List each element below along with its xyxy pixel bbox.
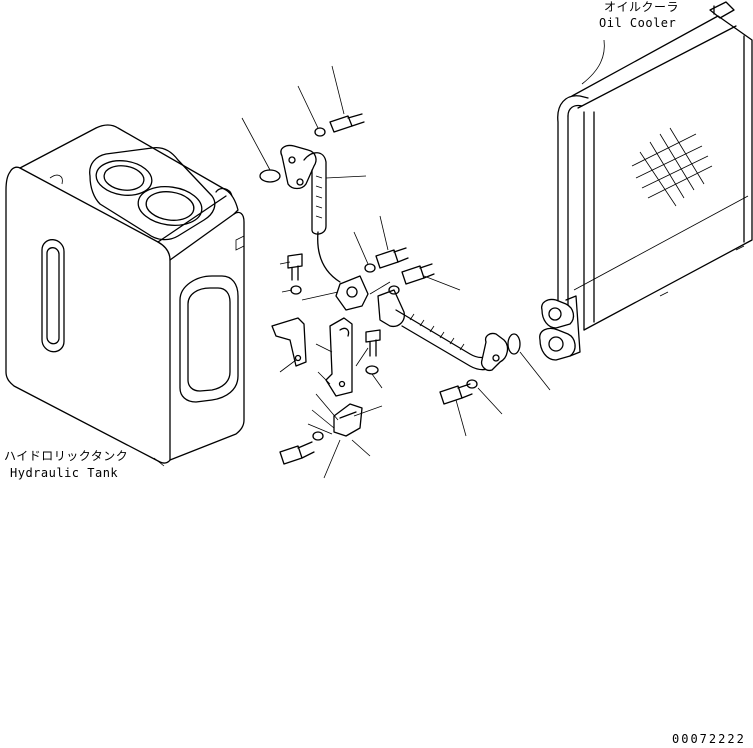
leader-lines [153,39,605,479]
washers [290,127,478,441]
hydraulic-tank-label-jp: ハイドロリックタンク [4,449,129,463]
bolt-clamp [375,247,409,269]
o-ring-tank [259,169,281,183]
bracket-left [271,317,307,367]
bolt-top [329,113,365,133]
bolt-mid-right [401,263,435,285]
hydraulic-tank [5,124,245,464]
o-ring-cooler [507,333,521,355]
oil-cooler-label-en: Oil Cooler [599,16,677,30]
lower-tube [377,289,509,372]
bracket-center [325,317,353,397]
tube-clamp-upper [335,275,369,311]
bolt-vertical-center [365,329,381,357]
bolt-lower-right [439,383,473,405]
bracket-lower [333,403,363,437]
drawing-number: 00072222 [672,732,746,746]
bolt-lower-left [279,441,315,465]
hydraulic-tank-label-en: Hydraulic Tank [10,466,119,480]
bolt-vertical-left [287,253,303,281]
upper-tube [280,144,341,283]
oil-cooler [539,1,753,361]
oil-cooler-label-jp: オイルクーラ [604,0,680,14]
